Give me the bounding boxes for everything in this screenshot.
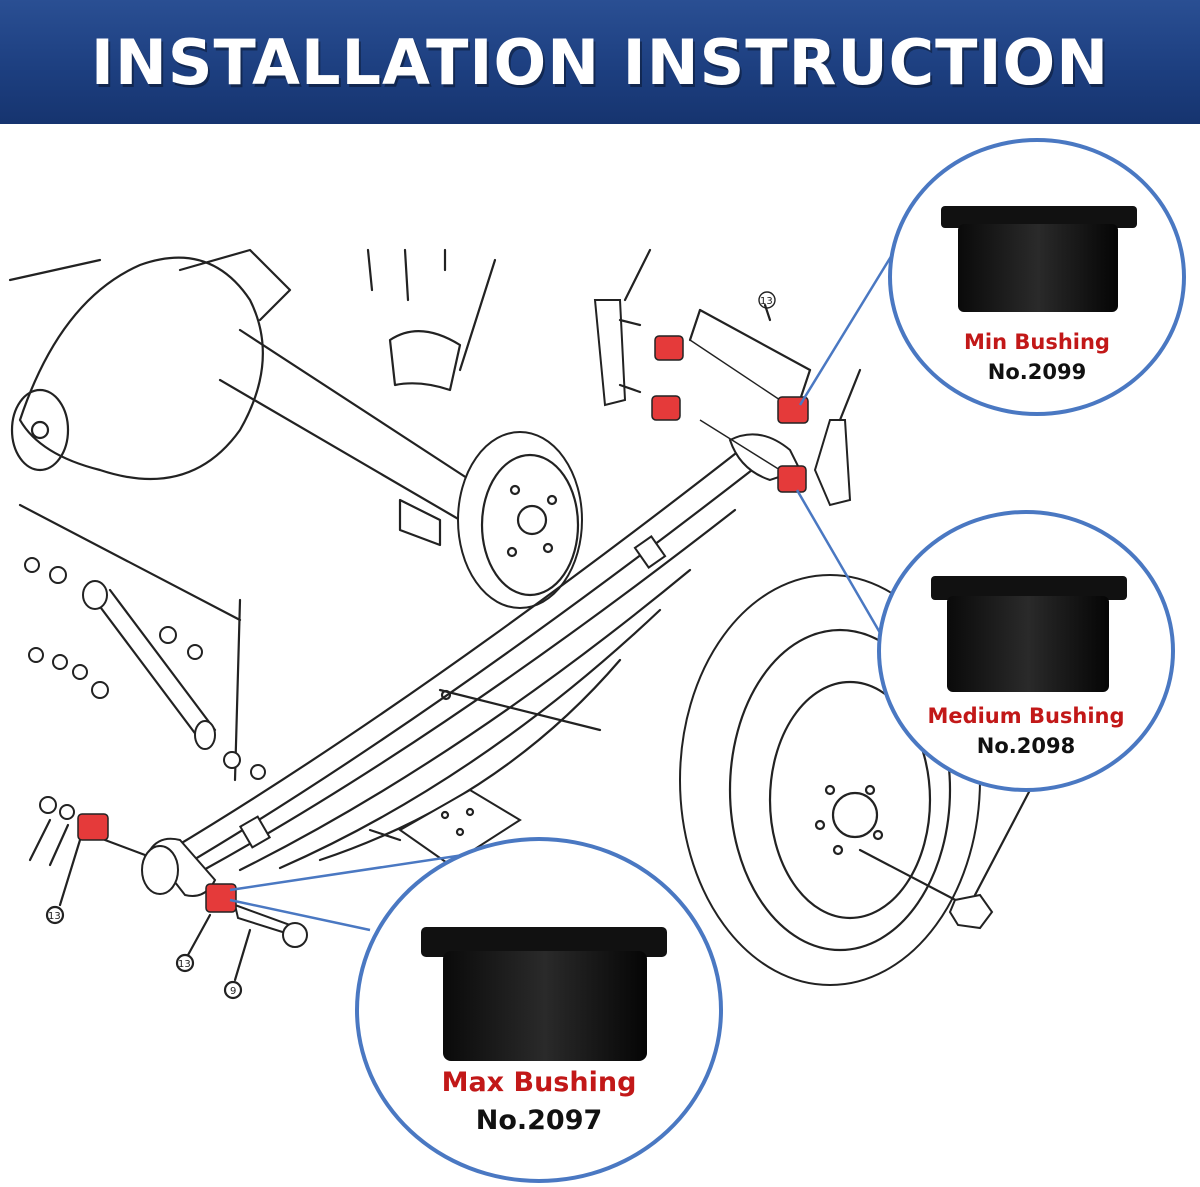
callout-max-bushing: Max Bushing No.2097 xyxy=(355,837,723,1183)
min-bushing-name: Min Bushing xyxy=(964,330,1110,354)
max-bushing-name: Max Bushing xyxy=(441,1067,637,1098)
min-bushing-number: No.2099 xyxy=(987,360,1087,384)
front-hardware xyxy=(28,796,308,1000)
callout-min-bushing: Min Bushing No.2099 xyxy=(888,138,1186,416)
bushing-image-max xyxy=(421,927,667,1061)
part-ref-bolt: 9 xyxy=(230,986,236,997)
u-bolts xyxy=(366,248,497,392)
medium-bushing-number: No.2098 xyxy=(976,734,1076,758)
max-bushing-number: No.2097 xyxy=(475,1105,603,1136)
header-banner: INSTALLATION INSTRUCTION xyxy=(0,0,1200,124)
rear-shackle xyxy=(593,248,862,507)
brake-drum xyxy=(398,431,583,609)
page-title: INSTALLATION INSTRUCTION xyxy=(90,25,1110,99)
bushing-highlight xyxy=(654,335,684,361)
red-bushings xyxy=(77,335,809,913)
bushing-highlight xyxy=(777,465,807,493)
differential-housing xyxy=(8,248,472,522)
bushing-image-min xyxy=(941,206,1137,312)
bushing-highlight xyxy=(77,813,109,841)
part-ref-left-upper: 13 xyxy=(48,911,61,922)
medium-bushing-name: Medium Bushing xyxy=(927,704,1125,728)
bushing-image-medium xyxy=(931,576,1127,692)
bushing-highlight xyxy=(651,395,681,421)
shock-absorber xyxy=(18,503,266,782)
leaf-spring xyxy=(168,448,754,874)
callout-medium-bushing: Medium Bushing No.2098 xyxy=(877,510,1175,792)
part-reference-labels: 13 13 13 9 xyxy=(48,291,776,997)
part-ref-left-lower: 13 xyxy=(178,959,191,970)
spring-plate xyxy=(368,788,522,867)
front-spring-eye xyxy=(141,837,217,897)
part-ref-top: 13 xyxy=(760,296,773,307)
bushing-highlight xyxy=(205,883,237,913)
